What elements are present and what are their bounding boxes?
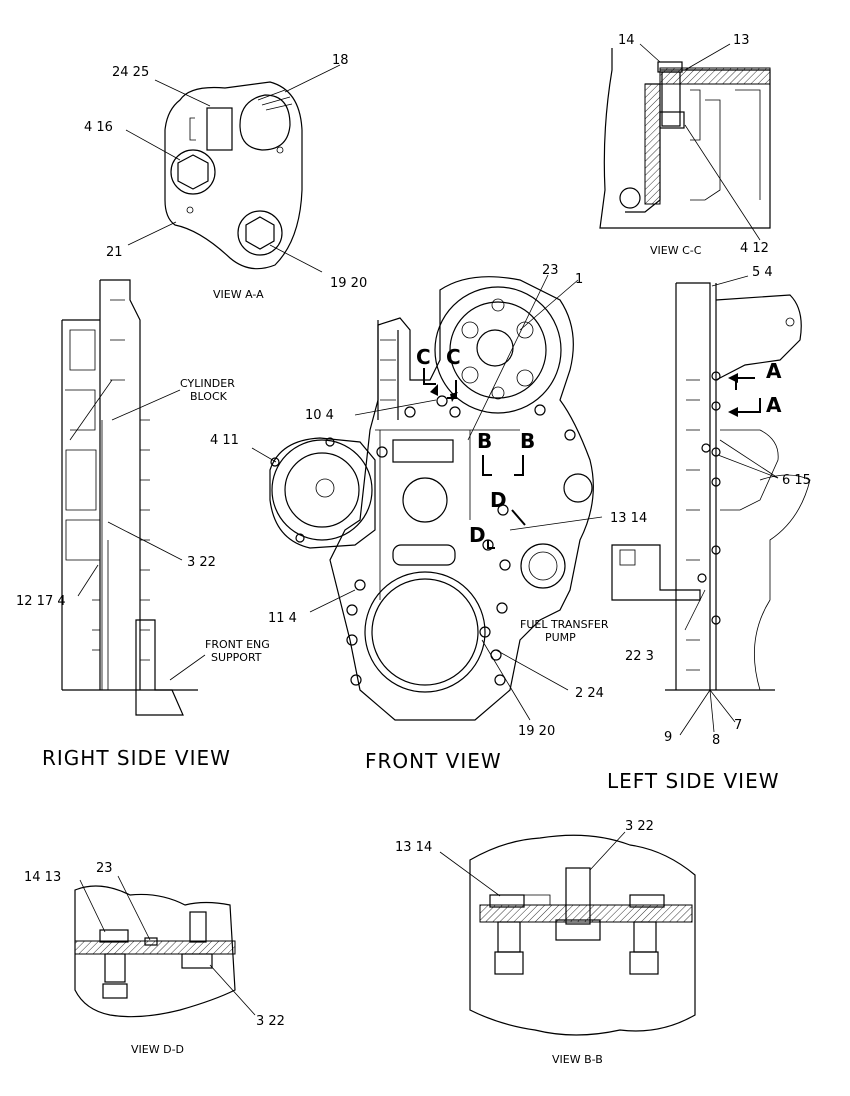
callout-22-3: 22 3 bbox=[625, 649, 654, 664]
section-letter-c-1: C bbox=[416, 345, 431, 369]
callout-3-22-right-side: 3 22 bbox=[187, 555, 216, 570]
view-aa-caption: VIEW A-A bbox=[213, 288, 264, 301]
callout-14-13-dd: 14 13 bbox=[24, 870, 61, 885]
callout-4-12: 4 12 bbox=[740, 241, 769, 256]
callout-19-20-bottom: 19 20 bbox=[518, 724, 555, 739]
section-letter-b-2: B bbox=[520, 429, 535, 453]
callout-9: 9 bbox=[664, 730, 672, 745]
view-dd-caption: VIEW D-D bbox=[131, 1043, 184, 1056]
callout-13-top: 13 bbox=[733, 33, 750, 48]
note-cylinder-block-line1: CYLINDER bbox=[180, 377, 235, 390]
front-view-drawing bbox=[251, 274, 603, 721]
callout-23-front: 23 bbox=[542, 263, 559, 278]
callout-11-4: 11 4 bbox=[268, 611, 297, 626]
section-letter-d-2: D bbox=[469, 523, 486, 547]
callout-12-17-4: 12 17 4 bbox=[16, 594, 66, 609]
section-letter-a-2: A bbox=[766, 393, 782, 417]
front-view-title: FRONT VIEW bbox=[365, 749, 502, 773]
note-fuel-transfer-pump-line1: FUEL TRANSFER bbox=[520, 618, 609, 631]
callout-23-dd: 23 bbox=[96, 861, 113, 876]
view-dd-drawing bbox=[74, 875, 256, 1018]
callout-18: 18 bbox=[332, 53, 349, 68]
callout-3-22-bb: 3 22 bbox=[625, 819, 654, 834]
callout-4-11: 4 11 bbox=[210, 433, 239, 448]
callout-3-22-dd: 3 22 bbox=[256, 1014, 285, 1029]
callout-7: 7 bbox=[734, 718, 742, 733]
note-front-eng-support-line2: SUPPORT bbox=[211, 651, 262, 664]
left-side-view-title: LEFT SIDE VIEW bbox=[607, 769, 780, 793]
view-aa-drawing bbox=[125, 64, 341, 273]
view-bb-caption: VIEW B-B bbox=[552, 1053, 603, 1066]
section-letter-d-1: D bbox=[490, 488, 507, 512]
callout-19-20-top: 19 20 bbox=[330, 276, 367, 291]
callout-5-4: 5 4 bbox=[752, 265, 773, 280]
callout-6-15: 6 15 bbox=[782, 473, 811, 488]
callout-21: 21 bbox=[106, 245, 123, 260]
callout-10-4: 10 4 bbox=[305, 408, 334, 423]
note-cylinder-block-line2: BLOCK bbox=[190, 390, 228, 403]
left-side-view-drawing bbox=[611, 275, 811, 736]
callout-1: 1 bbox=[575, 272, 583, 287]
section-letter-c-2: C bbox=[446, 345, 461, 369]
view-bb-drawing bbox=[439, 831, 696, 1036]
note-fuel-transfer-pump-line2: PUMP bbox=[545, 631, 576, 644]
callout-24-25: 24 25 bbox=[112, 65, 149, 80]
callout-13-14-front: 13 14 bbox=[610, 511, 647, 526]
section-letter-b-1: B bbox=[477, 429, 492, 453]
callout-4-16: 4 16 bbox=[84, 120, 113, 135]
view-cc-drawing bbox=[599, 43, 771, 241]
callout-2-24: 2 24 bbox=[575, 686, 604, 701]
right-side-view-title: RIGHT SIDE VIEW bbox=[42, 746, 231, 770]
right-side-view-drawing bbox=[61, 279, 206, 716]
view-cc-caption: VIEW C-C bbox=[650, 244, 702, 257]
section-letter-a-1: A bbox=[766, 359, 782, 383]
callout-14-top: 14 bbox=[618, 33, 635, 48]
callout-8: 8 bbox=[712, 733, 720, 748]
note-front-eng-support-line1: FRONT ENG bbox=[205, 638, 270, 651]
callout-13-14-bb: 13 14 bbox=[395, 840, 432, 855]
